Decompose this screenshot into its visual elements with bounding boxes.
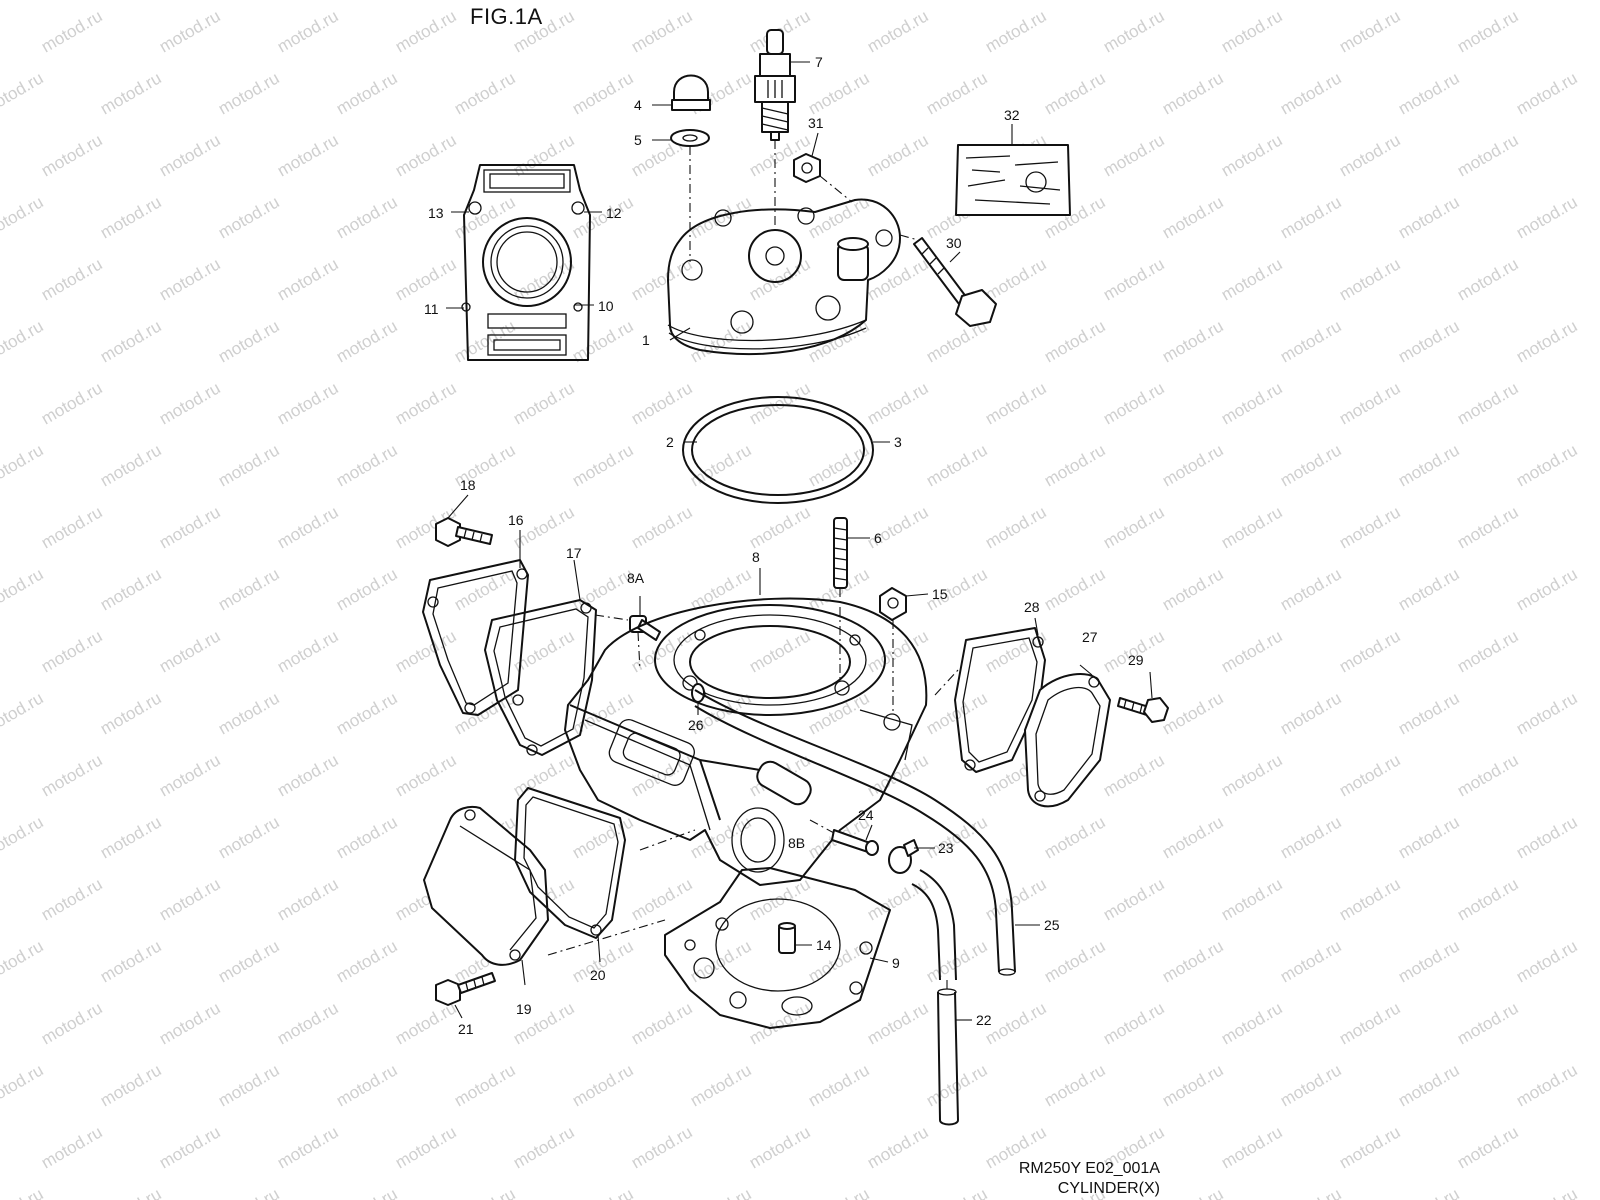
- valve-cover-bolt-upper: [435, 517, 493, 547]
- figure-title: FIG.1A: [470, 4, 543, 29]
- exhaust-valve-cover-right: [1024, 673, 1111, 808]
- callout-11: 11: [424, 301, 439, 317]
- callout-21: 21: [458, 1021, 474, 1037]
- reed-valve-gasket: [514, 787, 696, 956]
- callout-16: 16: [508, 512, 524, 528]
- callout-labels: 1 2 3 4 5 6 7 8 8A 8B 9 10 11 12 13 14 1…: [424, 54, 1144, 1037]
- callout-31: 31: [808, 115, 824, 131]
- callout-1: 1: [642, 332, 650, 348]
- callout-20: 20: [590, 967, 606, 983]
- hose-clamp: [888, 839, 919, 874]
- callout-14: 14: [816, 937, 832, 953]
- head-gasket-o-rings: [682, 396, 874, 504]
- valve-cover-bolt-right: [1117, 697, 1169, 723]
- callout-5: 5: [634, 132, 642, 148]
- callout-17: 17: [566, 545, 582, 561]
- callout-26: 26: [688, 717, 704, 733]
- label-plate: [955, 144, 1071, 216]
- reed-valve-cover: [423, 805, 549, 966]
- callout-32: 32: [1004, 107, 1020, 123]
- figure-name: CYLINDER(X): [1057, 1180, 1160, 1197]
- exhaust-valve-gasket-left: [484, 599, 597, 756]
- washer: [670, 129, 710, 262]
- head-nut: [793, 153, 853, 203]
- callout-30: 30: [946, 235, 962, 251]
- cap-nut: [671, 74, 711, 111]
- callout-2: 2: [666, 434, 674, 450]
- figure-code: RM250Y E02_001A: [1018, 1160, 1160, 1177]
- callout-23: 23: [938, 840, 954, 856]
- callout-28: 28: [1024, 599, 1040, 615]
- callout-6: 6: [874, 530, 882, 546]
- cylinder-stud: [833, 517, 848, 680]
- callout-8a: 8A: [627, 570, 645, 586]
- callout-8b: 8B: [788, 835, 805, 851]
- callout-13: 13: [428, 205, 444, 221]
- head-bolt: [899, 234, 997, 327]
- cylinder-base-gasket: [664, 867, 891, 1029]
- dowel-clip: [691, 683, 705, 703]
- callout-22: 22: [976, 1012, 992, 1028]
- breather-hose-long: [694, 689, 1016, 976]
- cylinder-head: [667, 198, 901, 356]
- callout-15: 15: [932, 586, 948, 602]
- callout-7: 7: [815, 54, 823, 70]
- callout-8: 8: [752, 549, 760, 565]
- callout-24: 24: [858, 807, 874, 823]
- callout-25: 25: [1044, 917, 1060, 933]
- cylinder-dowel-pin: [778, 922, 796, 954]
- callout-4: 4: [634, 97, 642, 113]
- hose-joint: [809, 819, 879, 856]
- callout-10: 10: [598, 298, 614, 314]
- bleed-screw: [594, 614, 661, 671]
- spark-plug: [754, 29, 796, 235]
- callout-leaders: [446, 61, 1153, 1021]
- callout-27: 27: [1082, 629, 1098, 645]
- valve-cover-bolt-lower: [435, 972, 496, 1006]
- stud-nut: [879, 587, 907, 715]
- callout-3: 3: [894, 434, 902, 450]
- cylinder-side-view-inset: [461, 164, 591, 361]
- callout-12: 12: [606, 205, 622, 221]
- exhaust-valve-cover-left: [422, 559, 529, 716]
- callout-19: 19: [516, 1001, 532, 1017]
- callout-9: 9: [892, 955, 900, 971]
- breather-hose-short: [911, 869, 959, 1126]
- callout-29: 29: [1128, 652, 1144, 668]
- cylinder-block: [564, 597, 928, 886]
- exhaust-valve-gasket-right: [934, 627, 1046, 773]
- callout-18: 18: [460, 477, 476, 493]
